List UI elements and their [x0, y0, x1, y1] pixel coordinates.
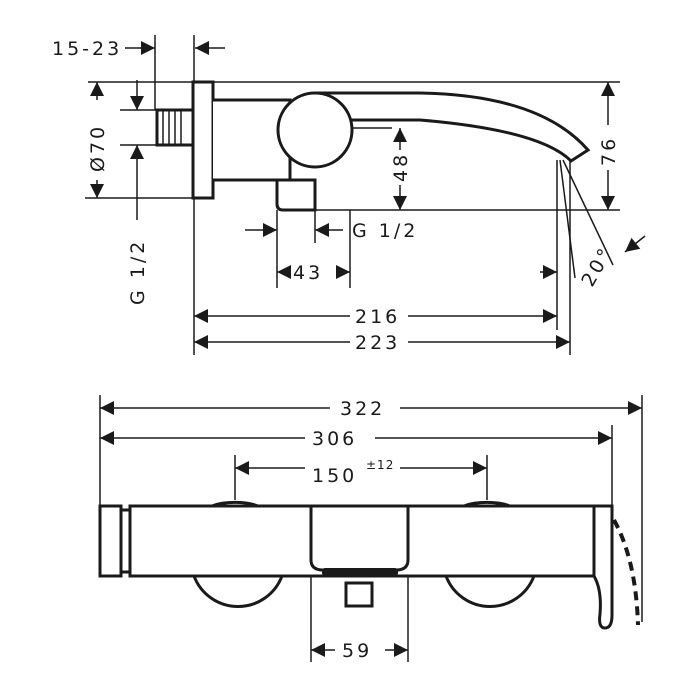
angle-line: [559, 159, 576, 279]
dim-rosette-diameter: Ø70: [87, 124, 109, 172]
dim-total-height: 76: [598, 136, 620, 166]
dim-outlet-width: 43: [293, 262, 323, 284]
left-handle: [192, 575, 284, 608]
water-jet: [612, 519, 640, 626]
mixer-handle: [276, 91, 354, 169]
spout: [592, 504, 614, 630]
dim-outlet-thread: G 1/2: [352, 220, 418, 242]
dim-inlet-thread: G 1/2: [127, 239, 149, 305]
angle-line: [562, 159, 614, 266]
dim-outlet-width: 59: [342, 640, 372, 662]
dim-projection-spout: 216: [355, 306, 400, 328]
left-cap: [98, 504, 123, 578]
center-cover: [309, 504, 410, 572]
spout: [315, 91, 591, 163]
dim-centers-tolerance: ±12: [366, 458, 394, 472]
front-view: 322 306 150 ±12 59: [98, 395, 643, 662]
dim-projection-total: 223: [355, 332, 400, 354]
outlet-nipple: [344, 581, 374, 608]
dim-outlet-height: 48: [390, 152, 412, 182]
dim-spout-angle: 20°: [577, 243, 617, 291]
dim-wall-depth: 15-23: [52, 38, 122, 60]
dim-total-width: 322: [340, 398, 385, 420]
thread-lines: [162, 111, 182, 144]
outlet-aerator: [322, 568, 398, 576]
outlet: [275, 178, 317, 212]
right-handle: [444, 575, 536, 608]
dim-body-width: 306: [312, 428, 357, 450]
dim-centers: 150: [312, 465, 357, 487]
wall-rosette: [191, 80, 215, 200]
side-view: 15-23 Ø70 G 1/2 48 76 G 1/2 43 216 223 2…: [52, 35, 646, 355]
